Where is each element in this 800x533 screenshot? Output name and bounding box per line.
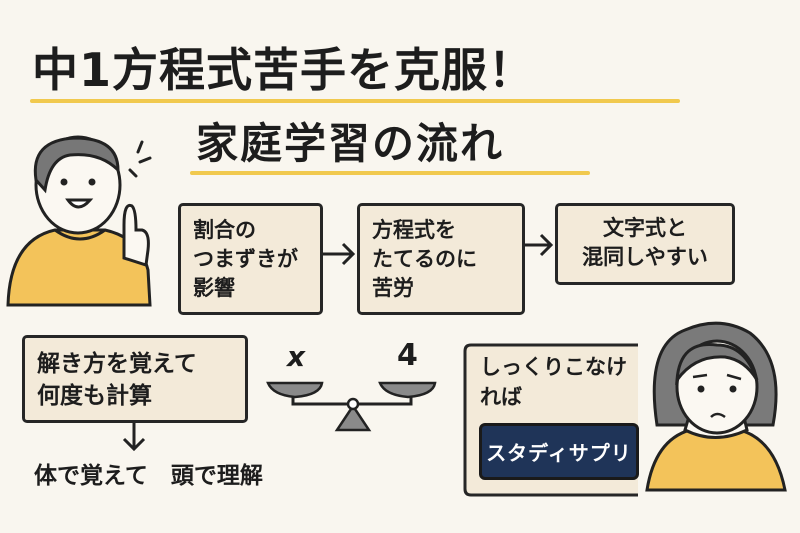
balance-scale-illustration [266, 381, 437, 432]
balance-left-label: x [287, 340, 306, 373]
boy-pointing-illustration [6, 135, 152, 307]
flow-step-2-line: たてるのに [372, 247, 477, 271]
result-text: 体で覚えて 頭で理解 [34, 463, 263, 489]
subtitle-underline [190, 171, 590, 175]
flow-step-1-line: 影響 [193, 276, 235, 300]
flow-step-2-line: 苦労 [372, 276, 414, 300]
page-title: 中1方程式苦手を克服！ [32, 43, 536, 97]
advice-text: しっくりこなけ れば [480, 352, 627, 412]
title-underline [30, 99, 680, 103]
flow-step-2-line: 方程式を [372, 218, 456, 242]
girl-worried-illustration [645, 321, 787, 492]
balance-right-label: 4 [397, 338, 418, 373]
flow-step-3-line: 文字式と [603, 216, 687, 240]
advice-line: しっくりこなけ [480, 355, 627, 379]
flow-step-3: 文字式と 混同しやすい [555, 203, 735, 285]
flow-step-1-line: つまずきが [193, 247, 298, 271]
practice-line: 何度も計算 [37, 383, 152, 409]
flow-step-3-line: 混同しやすい [582, 245, 708, 269]
arrow-right-icon [323, 242, 356, 266]
studysapuri-button[interactable]: スタディサプリ [479, 423, 639, 480]
advice-line: れば [480, 385, 522, 409]
flow-step-2: 方程式を たてるのに 苦労 [357, 203, 525, 315]
practice-box: 解き方を覚えて 何度も計算 [22, 335, 248, 423]
practice-line: 解き方を覚えて [37, 351, 197, 377]
flow-step-1-line: 割合の [193, 218, 256, 242]
arrow-down-icon [122, 423, 146, 452]
page-subtitle: 家庭学習の流れ [196, 119, 505, 168]
arrow-right-icon [525, 233, 554, 257]
flow-step-1: 割合の つまずきが 影響 [178, 203, 323, 315]
